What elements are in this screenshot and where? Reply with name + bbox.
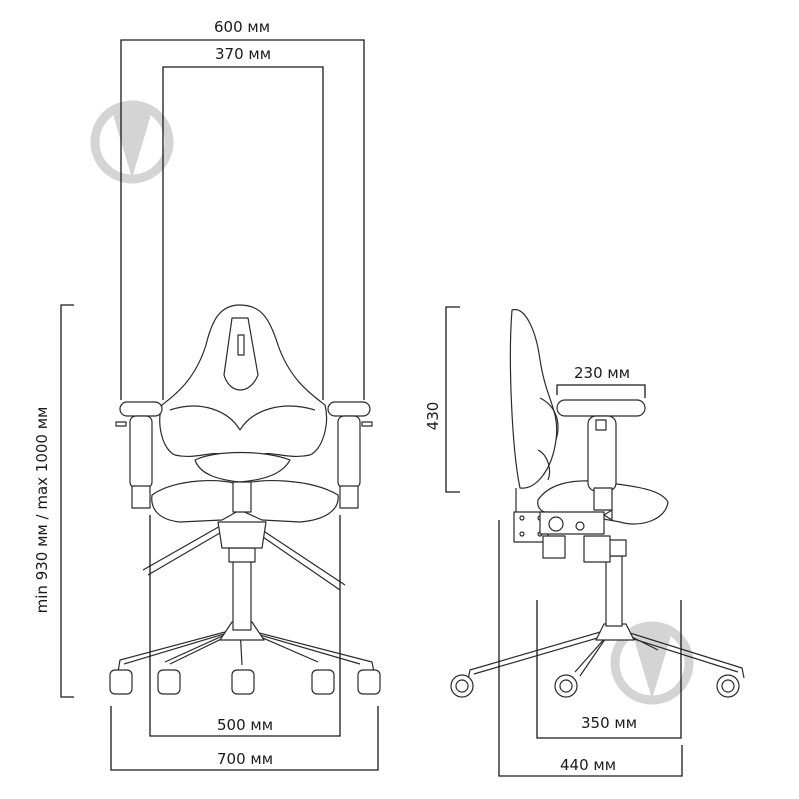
dim-side-base-inner: 350 мм [536, 600, 682, 739]
caster [357, 669, 381, 695]
dim-front-base-outer: 700 мм [110, 706, 379, 771]
dim-label-370: 370 мм [215, 45, 271, 63]
dim-front-width-inner: 370 мм [162, 45, 324, 400]
dim-side-seat: 230 мм [556, 364, 646, 398]
caster [157, 669, 181, 695]
dim-label-430: 430 [424, 402, 442, 431]
dim-front-height: min 930 мм / max 1000 мм [33, 304, 74, 698]
dim-front-base-inner: 500 мм [149, 515, 341, 737]
watermark-logo-left-icon [90, 100, 174, 184]
caster [231, 669, 255, 695]
dim-label-500: 500 мм [217, 716, 273, 734]
dim-label-440: 440 мм [560, 756, 616, 774]
caster [311, 669, 335, 695]
dim-side-backrest: 430 [424, 306, 460, 493]
dim-front-width-outer: 600 мм [120, 18, 365, 400]
dim-label-height: min 930 мм / max 1000 мм [33, 407, 51, 614]
dim-label-700: 700 мм [217, 750, 273, 768]
dim-side-base-outer: 440 мм [498, 520, 683, 777]
side-chair-drawing [450, 309, 745, 698]
dim-label-600: 600 мм [214, 18, 270, 36]
dim-label-230: 230 мм [574, 364, 630, 382]
watermark-logo-right-icon [610, 621, 694, 705]
dim-label-350: 350 мм [581, 714, 637, 732]
caster [109, 669, 133, 695]
front-chair-drawing [109, 304, 381, 695]
